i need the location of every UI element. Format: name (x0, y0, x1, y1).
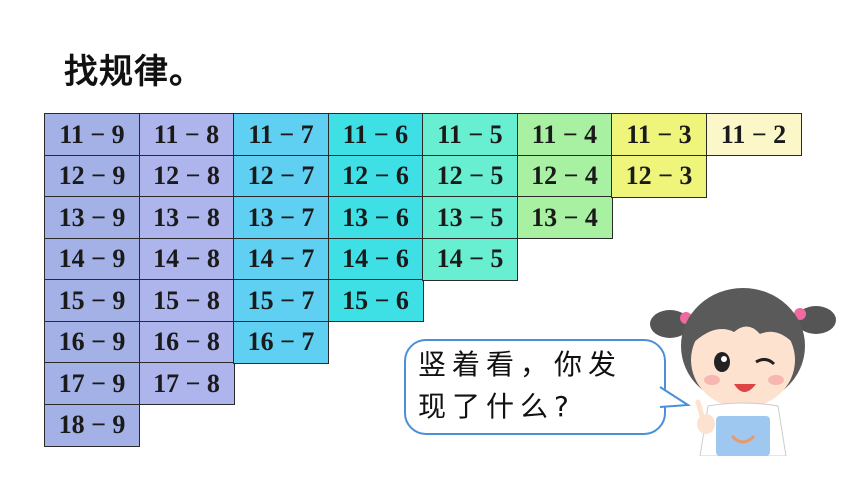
table-cell: 13 − 4 (516, 196, 613, 239)
table-cell: 17 − 9 (44, 362, 140, 405)
table-cell: 11 − 9 (44, 113, 140, 156)
table-cell: 11 − 3 (611, 113, 707, 156)
speech-bubble (404, 339, 692, 435)
table-cell: 15 − 9 (44, 279, 140, 322)
table-cell: 12 − 4 (516, 154, 613, 198)
table-cell: 11 − 7 (233, 113, 329, 156)
table-cell: 13 − 6 (327, 196, 424, 239)
table-cell: 16 − 9 (44, 320, 140, 364)
table-cell: 13 − 7 (233, 196, 329, 239)
speech-text: 竖着看，你发 现了什么? (418, 344, 668, 428)
table-cell: 14 − 5 (422, 237, 518, 281)
table-cell: 11 − 4 (516, 113, 613, 156)
girl-illustration (650, 288, 836, 456)
table-cell: 12 − 3 (611, 154, 707, 198)
table-cell: 12 − 6 (327, 154, 424, 198)
table-cell: 11 − 2 (705, 113, 802, 156)
table-cell: 13 − 9 (44, 196, 140, 239)
table-cell: 12 − 5 (422, 154, 518, 198)
table-cell: 11 − 6 (327, 113, 424, 156)
table-cell: 16 − 7 (233, 320, 329, 364)
table-cell: 14 − 6 (327, 237, 424, 281)
table-cell: 16 − 8 (138, 320, 235, 364)
table-cell: 11 − 5 (422, 113, 518, 156)
table-cell: 14 − 8 (138, 237, 235, 281)
table-cell: 12 − 7 (233, 154, 329, 198)
table-cell: 12 − 8 (138, 154, 235, 198)
table-cell: 15 − 8 (138, 279, 235, 322)
speech-bubble-tail (657, 386, 692, 408)
table-cell: 13 − 8 (138, 196, 235, 239)
table-cell: 17 − 8 (138, 362, 235, 405)
page-title: 找规律。 (64, 52, 204, 92)
table-cell: 15 − 7 (233, 279, 329, 322)
table-cell: 15 − 6 (327, 279, 424, 322)
table-cell: 11 − 8 (138, 113, 235, 156)
table-cell: 18 − 9 (44, 403, 140, 447)
speech-line-1: 竖着看，你发 (418, 348, 623, 381)
speech-line-2: 现了什么? (418, 390, 575, 423)
table-cell: 14 − 9 (44, 237, 140, 281)
table-cell: 14 − 7 (233, 237, 329, 281)
table-cell: 13 − 5 (422, 196, 518, 239)
table-cell: 12 − 9 (44, 154, 140, 198)
